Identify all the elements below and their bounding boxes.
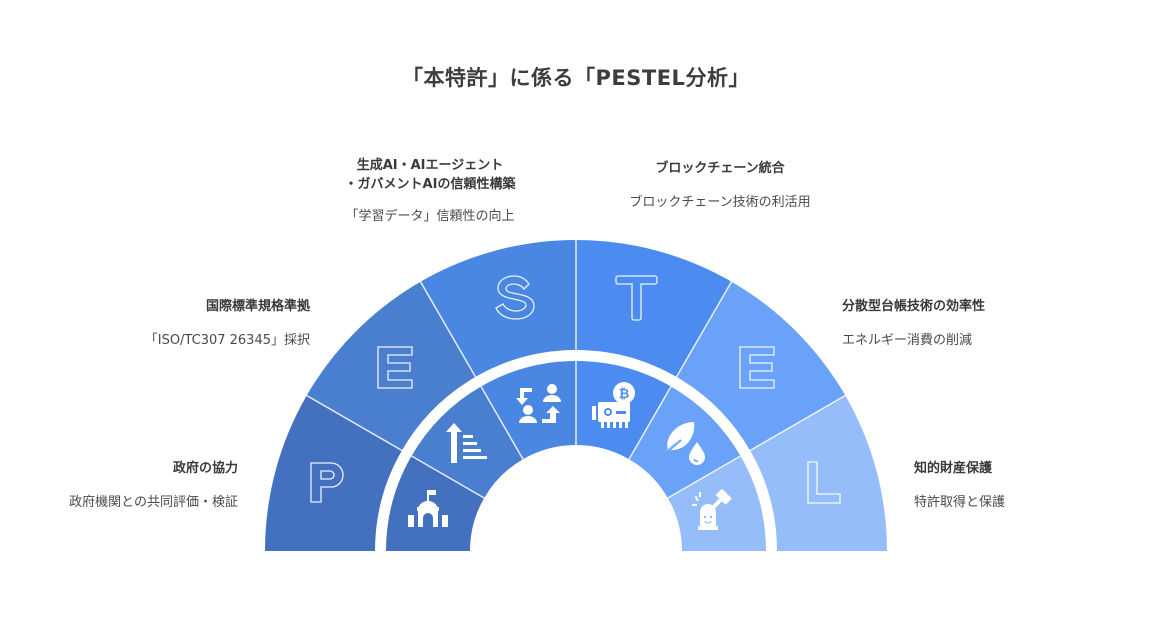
segment-s-outer[interactable] [420, 240, 577, 377]
factor-letters [310, 275, 841, 504]
segment-p-inner[interactable] [386, 456, 485, 551]
label-political: 政府の協力 政府機関との共同評価・検証 [0, 459, 238, 512]
label-technological-heading: ブロックチェーン統合 [655, 161, 785, 176]
label-technological: ブロックチェーン統合 ブロックチェーン技術の利活用 [590, 159, 850, 212]
segment-e2-outer[interactable] [676, 281, 846, 451]
label-environmental: 分散型台帳技術の効率性 エネルギー消費の削減 [842, 297, 1102, 350]
label-legal: 知的財産保護 特許取得と保護 [914, 459, 1152, 512]
segment-t-outer[interactable] [576, 240, 732, 377]
label-political-heading: 政府の協力 [172, 461, 238, 476]
label-environmental-heading: 分散型台帳技術の効率性 [842, 299, 986, 314]
gavel-icon [692, 489, 732, 530]
label-social-description: 「学習データ」信頼性の向上 [345, 209, 515, 224]
label-economic-description: 「ISO/TC307 26345」採択 [144, 333, 310, 348]
factor-icons: ₿ [408, 382, 732, 530]
bitcoin-mining-card-icon: ₿ [592, 382, 635, 428]
label-legal-description: 特許取得と保護 [914, 495, 1006, 510]
label-environmental-description: エネルギー消費の削減 [842, 333, 973, 348]
letter-l [807, 461, 841, 504]
letter-p [310, 462, 344, 503]
label-social-heading-2: ・ガバメントAIの信頼性構築 [344, 177, 516, 192]
label-economic-heading: 国際標準規格準拠 [205, 299, 310, 314]
letter-t [615, 275, 658, 321]
label-social: 生成AI・AIエージェント ・ガバメントAIの信頼性構築 「学習データ」信頼性の… [300, 156, 560, 226]
letter-e [377, 346, 413, 389]
label-technological-description: ブロックチェーン技術の利活用 [629, 195, 811, 210]
leaf-water-drop-icon [664, 422, 705, 465]
label-political-description: 政府機関との共同評価・検証 [69, 495, 238, 510]
government-building-icon [408, 490, 448, 527]
segment-l-outer[interactable] [750, 395, 887, 552]
segment-e-outer[interactable] [306, 281, 476, 451]
svg-text:₿: ₿ [619, 387, 630, 402]
letter-s [495, 275, 535, 320]
letter-e2 [739, 346, 775, 389]
label-social-heading-1: 生成AI・AIエージェント [356, 158, 504, 173]
people-exchange-icon [516, 384, 561, 423]
segment-dividers [306, 240, 846, 499]
label-economic: 国際標準規格準拠 「ISO/TC307 26345」採択 [50, 297, 310, 350]
page-title: 「本特許」に係る「PESTEL分析」 [402, 66, 750, 90]
growth-arrow-icon [446, 423, 487, 463]
label-legal-heading: 知的財産保護 [914, 461, 993, 476]
